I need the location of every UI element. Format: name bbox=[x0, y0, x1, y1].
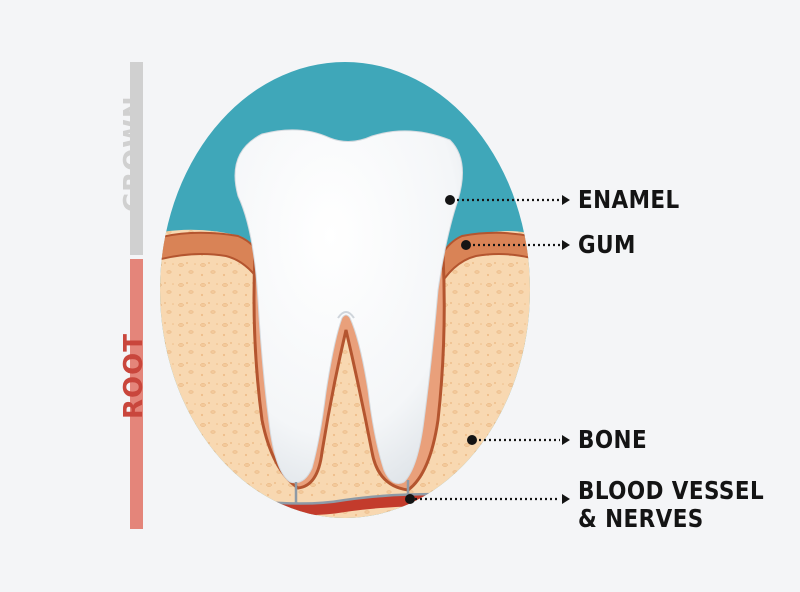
arrow-gum bbox=[562, 240, 570, 250]
bone-label: BONE bbox=[578, 425, 648, 454]
enamel-label: ENAMEL bbox=[578, 185, 680, 214]
leader-dots bbox=[405, 195, 477, 504]
root-bar bbox=[130, 259, 143, 529]
tooth-pulp-gap bbox=[337, 311, 355, 319]
crown-bar bbox=[130, 62, 143, 255]
mouth-oval bbox=[160, 62, 530, 518]
nerves-label: & NERVES bbox=[578, 504, 704, 533]
arrow-enamel bbox=[562, 195, 570, 205]
blood-vessel-label: BLOOD VESSEL bbox=[578, 476, 765, 505]
tooth bbox=[234, 129, 463, 484]
dot-enamel bbox=[445, 195, 455, 205]
gum-label: GUM bbox=[578, 230, 636, 259]
dot-bone bbox=[467, 435, 477, 445]
bone-region bbox=[160, 229, 530, 518]
leader-lines bbox=[410, 198, 560, 501]
dot-gum bbox=[461, 240, 471, 250]
dot-vessel bbox=[405, 494, 415, 504]
crown-label: CROWN bbox=[119, 95, 149, 212]
arrow-vessel bbox=[562, 494, 570, 504]
leader-arrows bbox=[562, 195, 570, 504]
root-label: ROOT bbox=[119, 333, 149, 419]
arrow-bone bbox=[562, 435, 570, 445]
